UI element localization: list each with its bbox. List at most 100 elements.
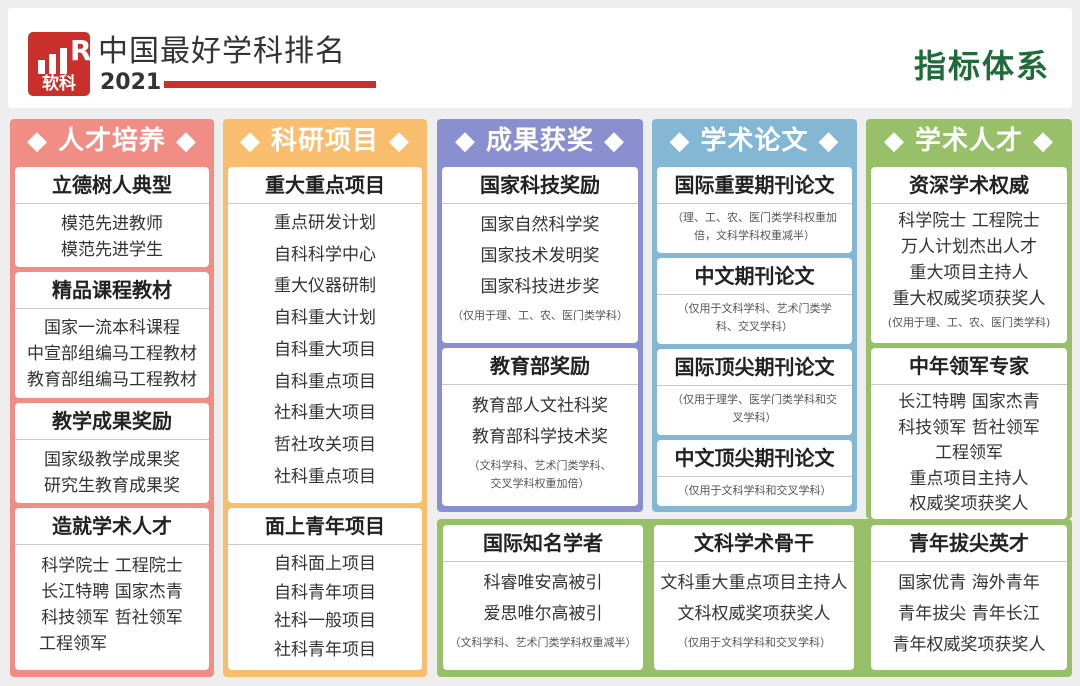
list-item: 重大项目主持人 — [909, 263, 1029, 283]
card-title: 中文期刊论文 — [657, 258, 852, 295]
list-item: 爱思唯尔高被引 — [483, 604, 603, 624]
card: 国际重要期刊论文 （理、工、农、医门类学科权重加倍，文科学科权重减半） — [657, 167, 852, 253]
list-item: 国家一流本科课程 — [44, 318, 180, 338]
list-item: 自科重点项目 — [274, 371, 376, 392]
card: 精品课程教材 国家一流本科课程 中宣部组编马工程教材 教育部组编马工程教材 — [15, 272, 209, 398]
card-note: （理、工、农、医门类学科权重加倍，文科学科权重减半） — [672, 211, 837, 242]
shanghai-ranking-logo: R 软科 — [28, 32, 90, 96]
list-item: 科技领军 哲社领军 — [898, 417, 1040, 438]
column-title: ◆ 学术论文 ◆ — [669, 126, 840, 156]
card-note: （仅用于文科学科和交叉学科） — [677, 484, 832, 497]
card-note: （文科学科、艺术门类学科权重减半） — [449, 636, 637, 649]
card-title: 教育部奖励 — [442, 348, 638, 385]
list-item: 教育部人文社科奖 — [472, 396, 608, 416]
list-item: 模范先进学生 — [61, 240, 163, 260]
list-item: 长江特聘 国家杰青 — [898, 392, 1040, 412]
card-title: 文科学术骨干 — [654, 525, 854, 562]
list-item: 教育部科学技术奖 — [472, 427, 608, 447]
card-title: 青年拔尖英才 — [871, 525, 1067, 562]
card-note: （仅用于文科学科、艺术门类学科、交叉学科） — [677, 302, 832, 333]
list-item: 研究生教育成果奖 — [44, 476, 180, 496]
card-title: 面上青年项目 — [228, 508, 422, 545]
list-item: 社科重大项目 — [274, 403, 376, 424]
title-underline — [164, 81, 376, 88]
list-item: 国家技术发明奖 — [480, 246, 600, 266]
card: 造就学术人才 科学院士 工程院士 长江特聘 国家杰青 科技领军 哲社领军 工程领… — [15, 508, 209, 670]
card: 文科学术骨干 文科重大重点项目主持人 文科权威奖项获奖人 （仅用于文科学科和交叉… — [654, 525, 854, 670]
list-item: 工程领军 — [39, 634, 107, 654]
list-item: 科睿唯安高被引 — [483, 573, 603, 593]
column-academic-papers: ◆ 学术论文 ◆ 国际重要期刊论文 （理、工、农、医门类学科权重加倍，文科学科权… — [652, 119, 857, 512]
card-title: 教学成果奖励 — [15, 403, 209, 440]
list-item: 科技领军 哲社领军 — [41, 608, 183, 628]
card-title: 立德树人典型 — [15, 167, 209, 204]
list-item: 科学院士 工程院士 — [898, 211, 1040, 231]
list-item: 自科重大计划 — [274, 308, 376, 329]
page-title: 中国最好学科排名 — [98, 34, 346, 69]
card: 国际顶尖期刊论文 （仅用于理学、医学门类学科和交叉学科） — [657, 349, 852, 435]
list-item: 万人计划杰出人才 — [901, 237, 1037, 257]
card-title: 国际知名学者 — [443, 525, 643, 562]
card-title: 精品课程教材 — [15, 272, 209, 309]
column-title: ◆ 成果获奖 ◆ — [454, 126, 626, 156]
column-academic-talents: ◆ 学术人才 ◆ 资深学术权威 科学院士 工程院士 万人计划杰出人才 重大项目主… — [866, 119, 1072, 519]
list-item: 社科一般项目 — [274, 611, 376, 631]
card-title: 造就学术人才 — [15, 508, 209, 545]
list-item: 文科权威奖项获奖人 — [677, 604, 831, 624]
list-item: 文科重大重点项目主持人 — [660, 573, 848, 593]
list-item: 国家级教学成果奖 — [44, 450, 180, 470]
column-research-projects: ◆ 科研项目 ◆ 重大重点项目 重点研发计划 自科科学中心 重大仪器研制 自科重… — [223, 119, 427, 677]
card-title: 国家科技奖励 — [442, 167, 638, 204]
list-item: 国家科技进步奖 — [480, 277, 600, 297]
column-title: ◆ 人才培养 ◆ — [26, 126, 198, 156]
card: 资深学术权威 科学院士 工程院士 万人计划杰出人才 重大项目主持人 重大权威奖项… — [871, 167, 1067, 343]
list-item: 自科青年项目 — [274, 582, 376, 603]
list-item: 社科重点项目 — [274, 466, 376, 487]
list-item: 青年拔尖 青年长江 — [898, 604, 1040, 624]
card: 重大重点项目 重点研发计划 自科科学中心 重大仪器研制 自科重大计划 自科重大项… — [228, 167, 422, 503]
card: 面上青年项目 自科面上项目 自科青年项目 社科一般项目 社科青年项目 — [228, 508, 422, 670]
card-note: （仅用于理、工、农、医门类学科） — [452, 309, 628, 322]
card: 立德树人典型 模范先进教师 模范先进学生 — [15, 167, 209, 267]
card-title: 国际顶尖期刊论文 — [657, 349, 852, 386]
card: 教学成果奖励 国家级教学成果奖 研究生教育成果奖 — [15, 403, 209, 503]
column-talent-training: ◆ 人才培养 ◆ 立德树人典型 模范先进教师 模范先进学生 精品课程教材 国家一… — [10, 119, 214, 677]
card: 教育部奖励 教育部人文社科奖 教育部科学技术奖 （文科学科、艺术门类学科、交叉学… — [442, 348, 638, 506]
list-item: 模范先进教师 — [61, 214, 163, 234]
year-label: 2021 — [100, 70, 162, 95]
card-note: （文科学科、艺术门类学科、交叉学科权重加倍） — [468, 459, 612, 490]
list-item: 重点研发计划 — [274, 213, 376, 233]
logo-letter: R — [70, 34, 90, 67]
card-title: 中年领军专家 — [871, 348, 1067, 385]
card-title: 重大重点项目 — [228, 167, 422, 204]
list-item: 中宣部组编马工程教材 — [27, 344, 197, 364]
column-title: ◆ 学术人才 ◆ — [883, 126, 1055, 156]
list-item: 青年权威奖项获奖人 — [892, 635, 1046, 655]
column-achievement-awards: ◆ 成果获奖 ◆ 国家科技奖励 国家自然科学奖 国家技术发明奖 国家科技进步奖 … — [437, 119, 643, 512]
list-item: 自科重大项目 — [274, 339, 376, 360]
header-bar: R 软科 中国最好学科排名 2021 指标体系 — [8, 8, 1072, 108]
indicator-system-title: 指标体系 — [913, 47, 1050, 85]
card: 中文期刊论文 （仅用于文科学科、艺术门类学科、交叉学科） — [657, 258, 852, 344]
column-title: ◆ 科研项目 ◆ — [239, 126, 411, 156]
list-item: 国家优青 海外青年 — [898, 573, 1040, 593]
card: 青年拔尖英才 国家优青 海外青年 青年拔尖 青年长江 青年权威奖项获奖人 — [871, 525, 1067, 670]
list-item: 科学院士 工程院士 — [41, 556, 183, 576]
list-item: 自科科学中心 — [274, 244, 376, 265]
list-item: 社科青年项目 — [274, 639, 376, 660]
academic-talents-bottom-band: 国际知名学者 科睿唯安高被引 爱思唯尔高被引 （文科学科、艺术门类学科权重减半）… — [437, 519, 1072, 677]
card: 中文顶尖期刊论文 （仅用于文科学科和交叉学科） — [657, 440, 852, 506]
list-item: 长江特聘 国家杰青 — [41, 582, 183, 602]
card-note: (仅用于理、工、农、医门类学科) — [887, 316, 1051, 329]
card-note: （仅用于文科学科和交叉学科） — [677, 636, 831, 649]
card-title: 资深学术权威 — [871, 167, 1067, 204]
card-note: （仅用于理学、医学门类学科和交叉学科） — [672, 393, 837, 424]
list-item: 哲社攻关项目 — [274, 434, 376, 455]
list-item: 权威奖项获奖人 — [909, 494, 1029, 514]
card: 国际知名学者 科睿唯安高被引 爱思唯尔高被引 （文科学科、艺术门类学科权重减半） — [443, 525, 643, 670]
list-item: 国家自然科学奖 — [480, 215, 600, 235]
logo-text: 软科 — [42, 74, 76, 94]
card: 国家科技奖励 国家自然科学奖 国家技术发明奖 国家科技进步奖 （仅用于理、工、农… — [442, 167, 638, 343]
list-item: 教育部组编马工程教材 — [27, 370, 197, 390]
card-title: 中文顶尖期刊论文 — [657, 440, 852, 477]
